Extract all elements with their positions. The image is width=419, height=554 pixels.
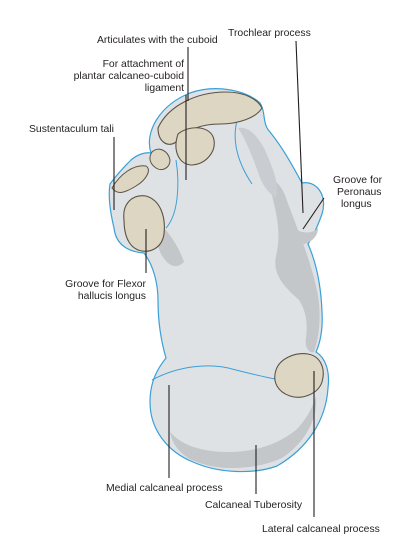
sustentaculum-facet (111, 165, 149, 193)
flexor-groove-facet (123, 195, 165, 252)
label-tuberosity: Calcaneal Tuberosity (205, 500, 303, 511)
right-shadow (268, 179, 320, 353)
small-facet (149, 148, 171, 171)
inner-contour-left (165, 159, 179, 229)
label-sustentaculum: Sustentaculum tali (29, 124, 114, 135)
tuberosity-ridge (151, 365, 281, 381)
leader-lines (113, 40, 325, 517)
label-groove-flexor-line1: Groove for Flexor (65, 279, 146, 290)
label-groove-peroneus-line1: Groove for (333, 175, 383, 186)
label-attachment-line3: ligament (145, 83, 184, 94)
label-attachment-line2: plantar calcaneo-cuboid (74, 71, 185, 82)
bottom-shadow (170, 396, 317, 469)
label-medial-process: Medial calcaneal process (106, 483, 223, 494)
lateral-process-facet (274, 353, 324, 398)
label-groove-flexor-line2: hallucis longus (78, 291, 146, 302)
groove-shadow (290, 226, 318, 244)
label-groove-peroneus-line2: Peronaus (337, 187, 381, 198)
label-groove-peroneus-line3: longus (341, 199, 372, 210)
label-trochlear-process: Trochlear process (228, 28, 311, 39)
label-articulates-cuboid: Articulates with the cuboid (97, 35, 218, 46)
label-lateral-process: Lateral calcaneal process (262, 524, 380, 535)
right-upper-shadow (238, 127, 278, 198)
label-attachment-line1: For attachment of (103, 59, 185, 70)
